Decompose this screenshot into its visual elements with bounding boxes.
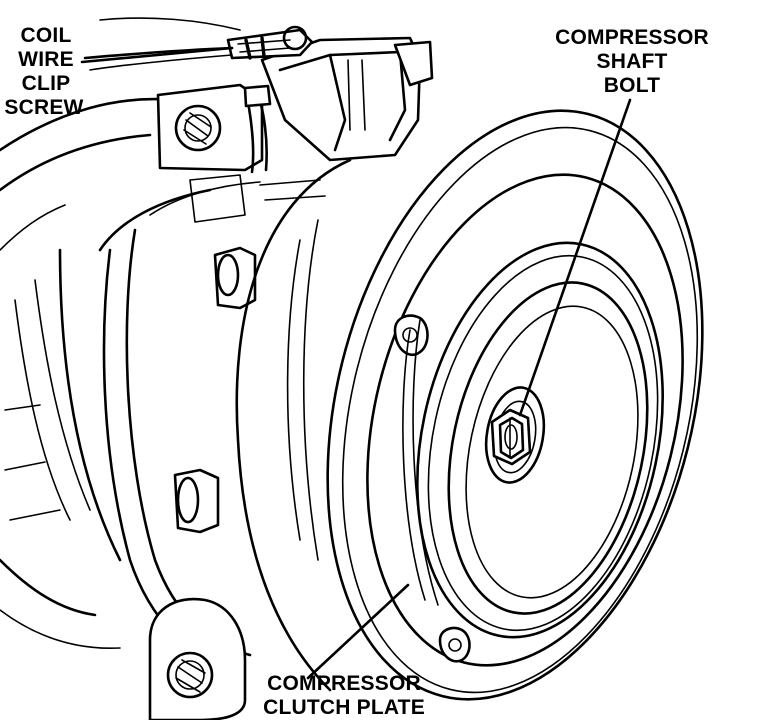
- leader-line-compressor-shaft-bolt: [518, 98, 632, 417]
- label-line-clip: CLIP: [22, 72, 71, 95]
- label-line-screw: SCREW: [4, 96, 83, 119]
- compressor-shaft-bolt: [490, 408, 532, 466]
- clutch-pulley: [235, 109, 704, 701]
- label-coil-wire-clip-screw: COIL WIRE CLIP SCREW: [4, 24, 83, 119]
- label-line-compressor: COMPRESSOR: [267, 672, 421, 695]
- compressor-body: [0, 17, 434, 720]
- leader-line-coil-wire-clip-screw: [80, 46, 234, 64]
- leader-line-compressor-clutch-plate: [306, 583, 410, 680]
- label-compressor-clutch-plate: COMPRESSOR CLUTCH PLATE: [263, 672, 425, 719]
- label-line-clutch-plate: CLUTCH PLATE: [263, 696, 425, 719]
- label-line-wire: WIRE: [18, 48, 74, 71]
- label-line-shaft: SHAFT: [597, 50, 668, 73]
- label-line-compressor: COMPRESSOR: [555, 26, 709, 49]
- label-line-coil: COIL: [21, 24, 72, 47]
- clutch-plate: [402, 241, 664, 639]
- label-compressor-shaft-bolt: COMPRESSOR SHAFT BOLT: [555, 26, 709, 97]
- label-line-bolt: BOLT: [604, 74, 660, 97]
